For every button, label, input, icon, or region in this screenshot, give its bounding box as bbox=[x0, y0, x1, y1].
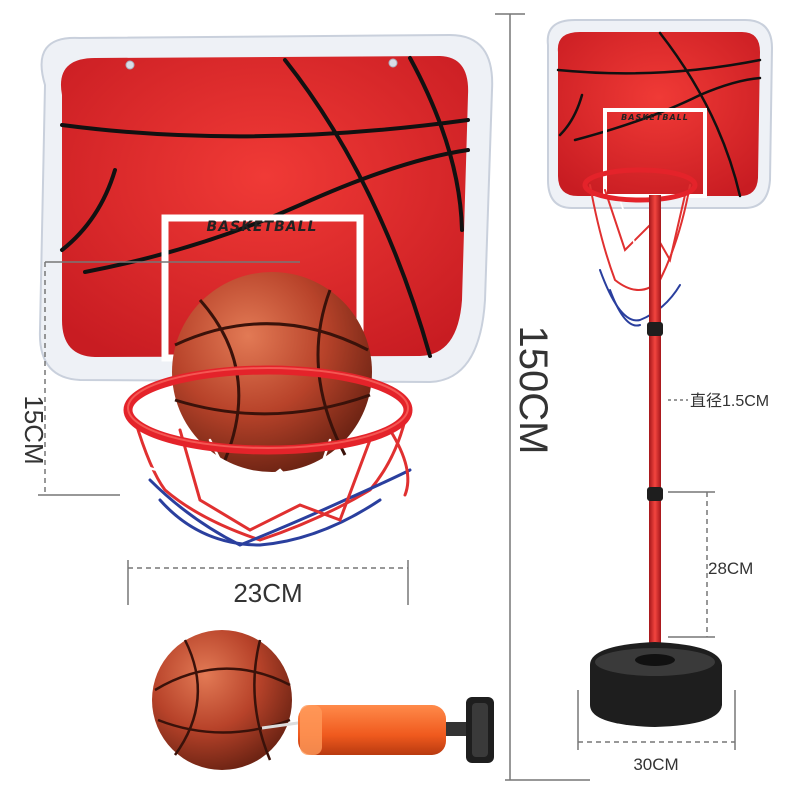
pole-section-label: 28CM bbox=[708, 559, 753, 578]
full-stand: BASKETBALL bbox=[546, 19, 774, 727]
pole-diameter-label: 直径1.5CM bbox=[690, 392, 769, 410]
large-net bbox=[118, 418, 412, 547]
backboard-seams bbox=[60, 56, 470, 358]
air-pump bbox=[261, 697, 494, 763]
base-width-label: 30CM bbox=[633, 755, 678, 774]
board-height-label: 15CM bbox=[19, 395, 49, 464]
dimension-lines bbox=[38, 13, 590, 781]
rim-width-label: 23CM bbox=[233, 578, 302, 608]
total-height-label: 150CM bbox=[511, 326, 555, 455]
small-backboard-text: BASKETBALL bbox=[621, 113, 689, 122]
screw-icon bbox=[388, 58, 398, 68]
small-basketball bbox=[152, 630, 292, 770]
screw-icon bbox=[125, 60, 135, 70]
pole-joint bbox=[647, 322, 663, 336]
backboard-text: BASKETBALL bbox=[207, 219, 318, 235]
pole-joint bbox=[647, 487, 663, 501]
small-rim bbox=[582, 167, 698, 203]
large-backboard: BASKETBALL bbox=[38, 33, 494, 384]
pole bbox=[649, 195, 661, 665]
